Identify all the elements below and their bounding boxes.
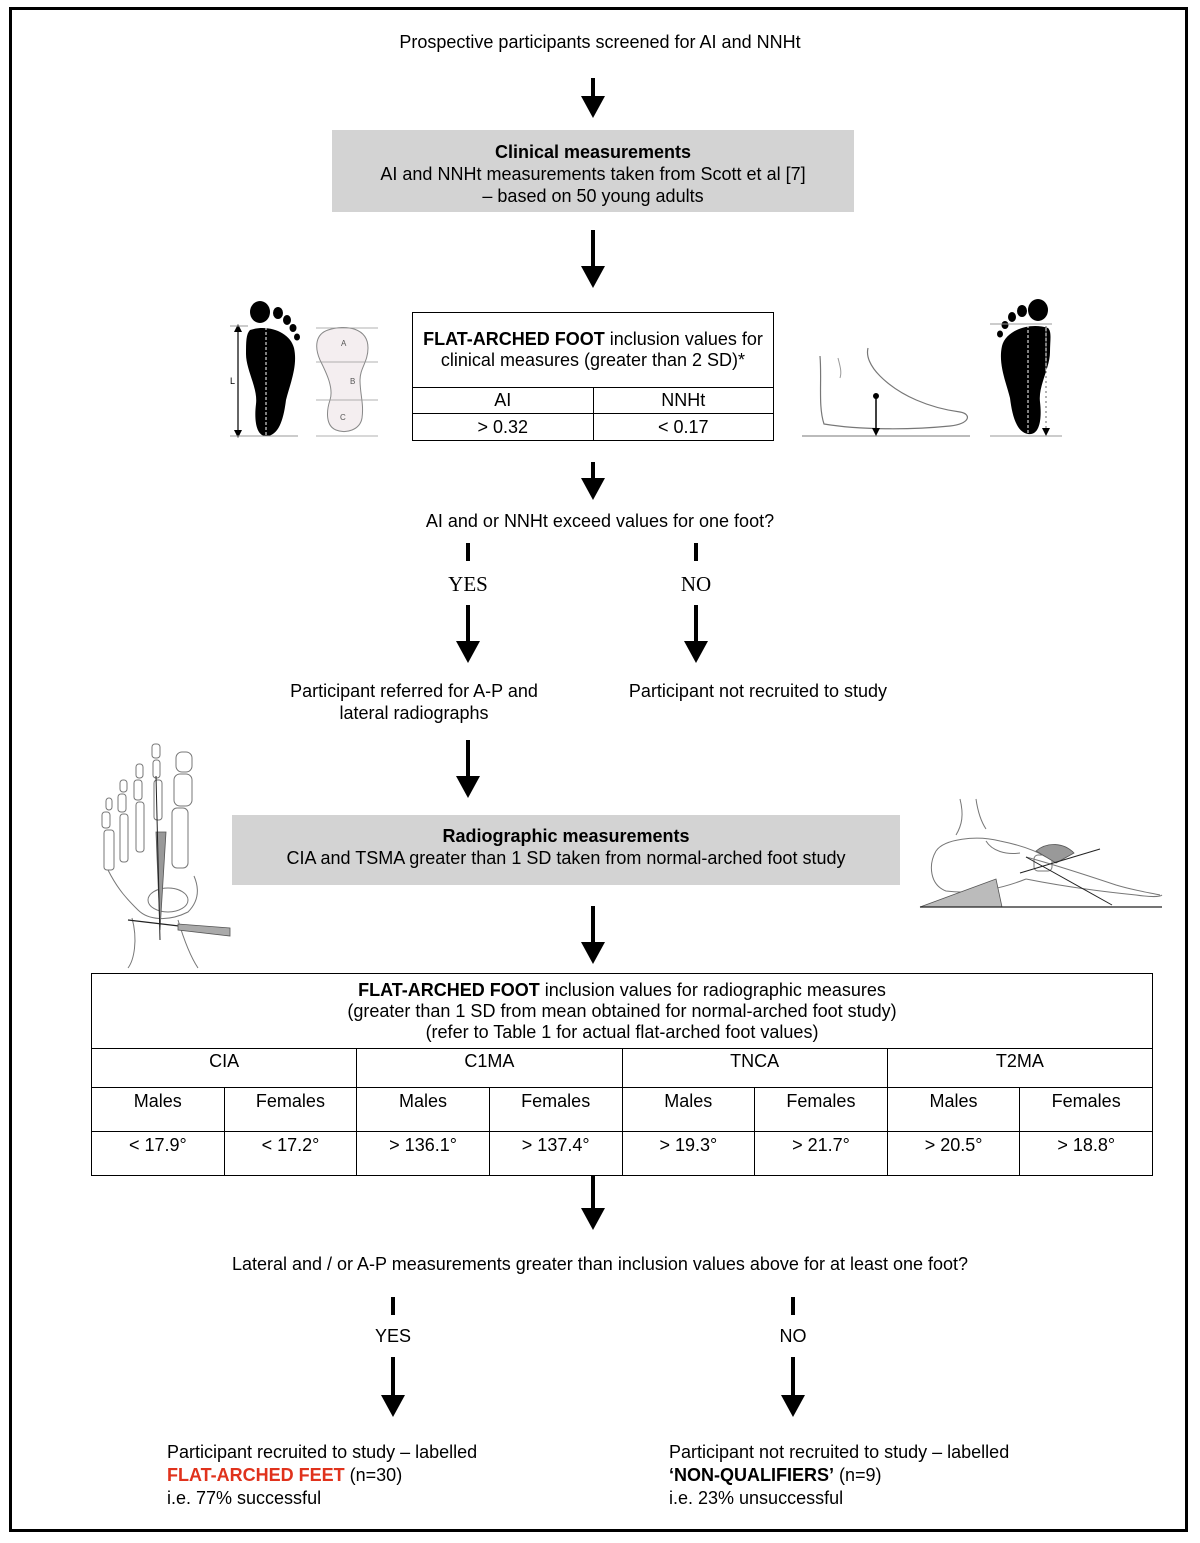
arrow-down <box>781 1357 805 1417</box>
radiographic-measurements-box: Radiographic measurements CIA and TSMA g… <box>232 815 900 885</box>
sex-header: Females <box>754 1087 888 1132</box>
yes-label-2: YES <box>374 1326 412 1346</box>
radiographic-title: Radiographic measurements <box>442 826 690 846</box>
branch-tick <box>391 1297 395 1315</box>
sex-header: Males <box>621 1087 756 1132</box>
question-radiographic: Lateral and / or A-P measurements greate… <box>231 1254 969 1274</box>
inclusion-value: > 18.8° <box>1019 1131 1153 1176</box>
group-tnca: TNCA <box>621 1048 888 1088</box>
value-nnht: < 0.17 <box>592 413 774 441</box>
inclusion-value: < 17.2° <box>223 1131 358 1176</box>
sex-header: Females <box>488 1087 623 1132</box>
branch-tick <box>791 1297 795 1315</box>
arrow-down <box>581 462 605 500</box>
sex-header: Males <box>886 1087 1021 1132</box>
clinical-line1: AI and NNHt measurements taken from Scot… <box>380 164 806 184</box>
ap-radiograph-illustration <box>101 743 231 969</box>
clinical-title: Clinical measurements <box>494 142 692 162</box>
clinical-inclusion-table: FLAT-ARCHED FOOT inclusion values for cl… <box>412 312 774 441</box>
sex-header: Females <box>1019 1087 1153 1132</box>
not-recruited-text: Participant not recruited to study <box>628 681 888 701</box>
outcome-not-recruited-line1: Participant not recruited to study – lab… <box>669 1442 1010 1462</box>
branch-tick <box>466 543 470 561</box>
navicular-height-illustration <box>802 299 1062 437</box>
radio-table-title: FLAT-ARCHED FOOT inclusion values for ra… <box>91 973 1153 1049</box>
referred-text: Participant referred for A-P and lateral… <box>290 681 538 723</box>
outcome-recruited: Participant recruited to study – labelle… <box>167 1441 587 1510</box>
clinical-table-title: FLAT-ARCHED FOOT inclusion values for cl… <box>412 312 774 388</box>
diagram-frame <box>9 7 1188 1532</box>
clinical-line2: – based on 50 young adults <box>482 186 704 206</box>
inclusion-value: > 19.3° <box>621 1131 756 1176</box>
label-b: B <box>350 377 355 386</box>
arrow-down <box>581 230 605 288</box>
no-label-1: NO <box>680 572 712 596</box>
arrow-down <box>581 906 605 964</box>
flat-arched-count: (n=30) <box>344 1465 403 1485</box>
group-t2ma: T2MA <box>886 1048 1154 1088</box>
radiographic-inclusion-table: FLAT-ARCHED FOOT inclusion values for ra… <box>90 973 1154 1176</box>
sex-header: Females <box>223 1087 358 1132</box>
footprint-length-illustration: L A B C <box>230 301 378 438</box>
value-ai: > 0.32 <box>412 413 594 441</box>
inclusion-value: > 21.7° <box>754 1131 888 1176</box>
inclusion-value: > 20.5° <box>886 1131 1021 1176</box>
arrow-down <box>581 1176 605 1230</box>
arrow-down <box>381 1357 405 1417</box>
inclusion-value: > 136.1° <box>356 1131 490 1176</box>
group-c1ma: C1MA <box>356 1048 623 1088</box>
no-label-2: NO <box>779 1326 807 1346</box>
radiographic-line1: CIA and TSMA greater than 1 SD taken fro… <box>286 848 846 868</box>
label-a: A <box>341 339 347 348</box>
sex-header: Males <box>91 1087 225 1132</box>
header-nnht: NNHt <box>592 387 774 414</box>
flat-arched-feet-label: FLAT-ARCHED FEET <box>167 1465 345 1485</box>
arrow-down <box>456 740 480 798</box>
question-clinical: AI and or NNHt exceed values for one foo… <box>425 511 775 531</box>
clinical-measurements-box: Clinical measurements AI and NNHt measur… <box>332 130 854 212</box>
yes-label-1: YES <box>448 572 488 596</box>
inclusion-value: < 17.9° <box>91 1131 225 1176</box>
screening-text: Prospective participants screened for AI… <box>399 32 801 52</box>
sex-header: Males <box>356 1087 490 1132</box>
arrow-down <box>456 605 480 663</box>
non-qualifiers-count: (n=9) <box>834 1465 882 1485</box>
label-c: C <box>340 413 346 422</box>
outcome-recruited-line1: Participant recruited to study – labelle… <box>167 1442 478 1462</box>
arrow-down <box>684 605 708 663</box>
non-qualifiers-label: ‘NON-QUALIFIERS’ <box>669 1465 834 1485</box>
label-l: L <box>230 376 235 386</box>
inclusion-value: > 137.4° <box>488 1131 623 1176</box>
outcome-not-recruited-rate: i.e. 23% unsuccessful <box>669 1488 844 1508</box>
outcome-recruited-rate: i.e. 77% successful <box>167 1488 322 1508</box>
branch-tick <box>694 543 698 561</box>
group-cia: CIA <box>90 1048 358 1088</box>
outcome-not-recruited: Participant not recruited to study – lab… <box>669 1441 1089 1510</box>
lateral-radiograph-illustration <box>919 798 1163 908</box>
arrow-down <box>581 78 605 118</box>
header-ai: AI <box>412 387 594 414</box>
